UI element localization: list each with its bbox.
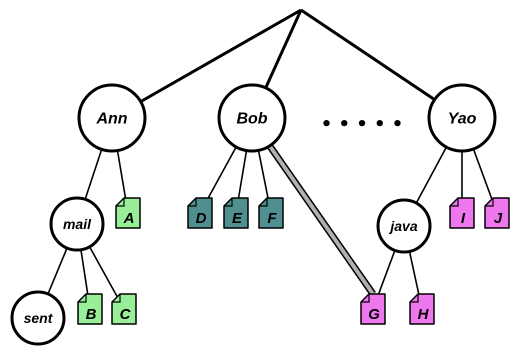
node-label: Bob (236, 111, 267, 128)
node-circle (427, 83, 497, 153)
file-D: D (187, 197, 213, 229)
file-C: C (111, 293, 137, 325)
node-label: Yao (448, 111, 477, 128)
file-E: E (223, 197, 249, 229)
node-yao: Yao (427, 83, 497, 153)
ellipsis: • • • • • (321, 114, 404, 135)
file-nodes: A B C D E F G H I J (77, 197, 510, 325)
node-circle (77, 83, 147, 153)
file-label: A (123, 210, 135, 227)
file-fold (116, 198, 125, 207)
file-label: H (418, 306, 430, 323)
file-J: J (484, 197, 510, 229)
file-G: G (360, 293, 386, 325)
file-label: I (461, 210, 466, 227)
node-circle (49, 196, 105, 252)
file-fold (361, 294, 370, 303)
file-label: G (368, 306, 380, 323)
file-fold (224, 198, 233, 207)
file-F: F (258, 197, 284, 229)
file-B: B (77, 293, 103, 325)
file-I: I (449, 197, 475, 229)
link-edge (266, 143, 376, 297)
file-label: E (232, 210, 243, 227)
node-circle (217, 83, 287, 153)
file-label: D (196, 210, 207, 227)
file-fold (450, 198, 459, 207)
file-H: H (409, 293, 435, 325)
file-fold (78, 294, 87, 303)
node-bob: Bob (217, 83, 287, 153)
node-sent: sent (10, 290, 66, 346)
node-label: java (388, 218, 417, 234)
file-label: C (120, 306, 132, 323)
node-label: Ann (95, 111, 127, 128)
node-circle (10, 290, 66, 346)
file-fold (112, 294, 121, 303)
file-label: B (86, 306, 97, 323)
node-ann: Ann (77, 83, 147, 153)
node-label: mail (63, 216, 92, 232)
node-circle (376, 198, 432, 254)
file-A: A (115, 197, 141, 229)
file-label: J (494, 210, 503, 227)
file-fold (259, 198, 268, 207)
file-fold (410, 294, 419, 303)
directory-nodes: Ann Bob Yao mail java sent (10, 83, 497, 346)
file-fold (485, 198, 494, 207)
node-label: sent (24, 310, 54, 326)
node-mail: mail (49, 196, 105, 252)
file-label: F (267, 210, 277, 227)
file-fold (188, 198, 197, 207)
node-java: java (376, 198, 432, 254)
tree-edges (37, 8, 498, 319)
edge-root-ann (111, 8, 302, 120)
link-fill (268, 144, 375, 296)
